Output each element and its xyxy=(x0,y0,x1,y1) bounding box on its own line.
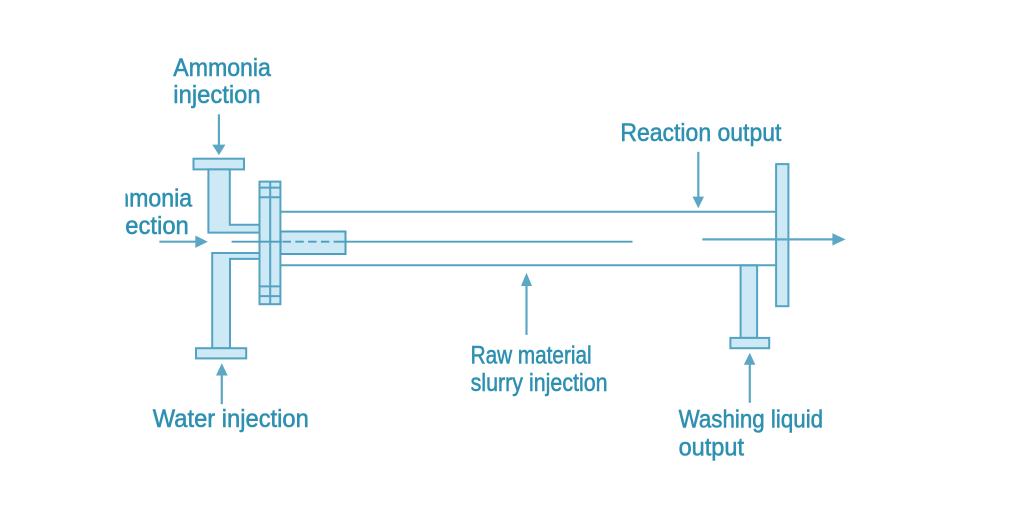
svg-text:injection: injection xyxy=(102,212,189,240)
svg-text:Ammonia: Ammonia xyxy=(173,54,271,82)
svg-text:Ammonia: Ammonia xyxy=(95,185,193,213)
svg-text:slurry injection: slurry injection xyxy=(471,369,608,397)
svg-text:Raw material: Raw material xyxy=(471,342,592,370)
svg-text:output: output xyxy=(679,434,744,462)
svg-text:Reaction output: Reaction output xyxy=(620,119,781,147)
svg-text:Water injection: Water injection xyxy=(153,405,309,433)
svg-text:Washing liquid: Washing liquid xyxy=(679,405,824,433)
svg-text:injection: injection xyxy=(173,81,260,109)
